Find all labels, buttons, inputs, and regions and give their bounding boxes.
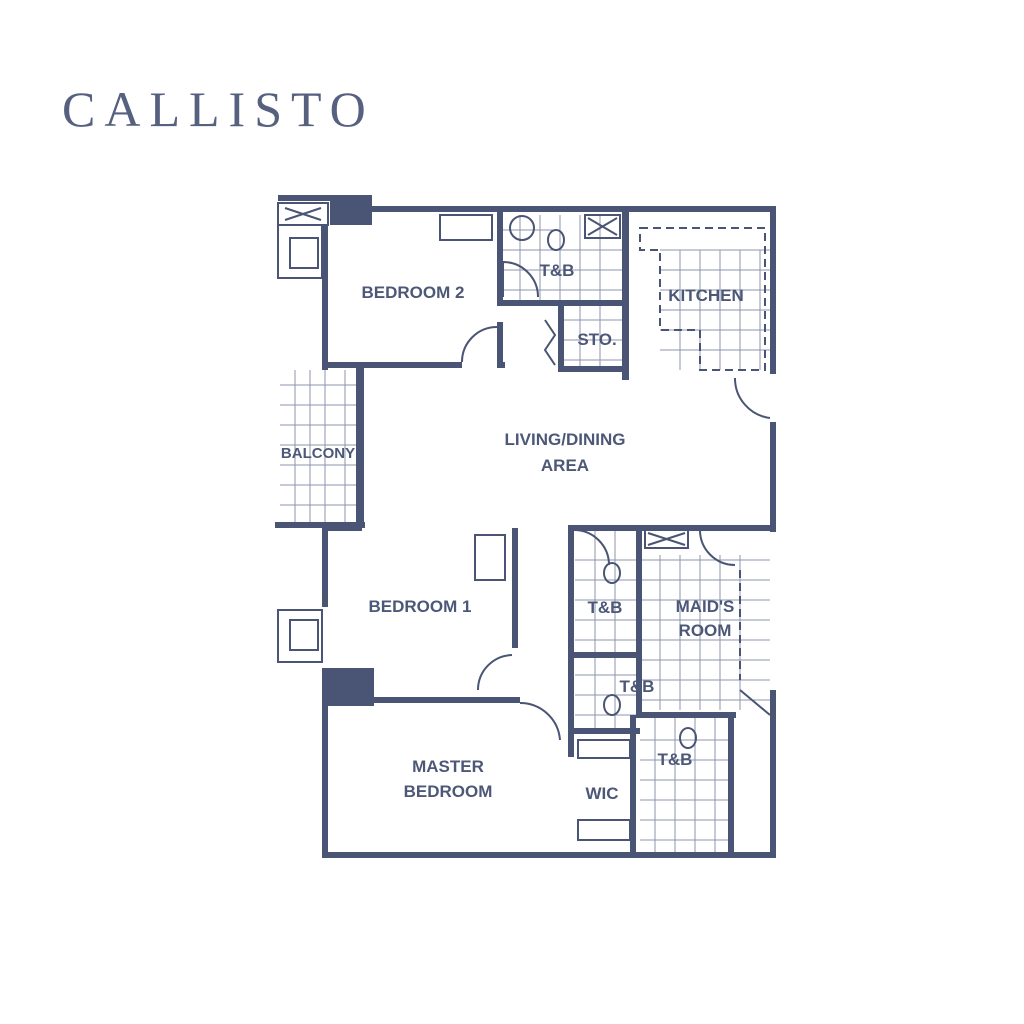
label-living-2: AREA: [541, 456, 589, 475]
label-bedroom-2: BEDROOM 2: [362, 283, 465, 302]
label-master-1: MASTER: [412, 757, 484, 776]
room-labels: BEDROOM 2 T&B STO. KITCHEN LIVING/DINING…: [281, 261, 744, 803]
label-tb-4: T&B: [658, 750, 693, 769]
label-kitchen: KITCHEN: [668, 286, 744, 305]
label-tb-1: T&B: [540, 261, 575, 280]
label-bedroom-1: BEDROOM 1: [369, 597, 472, 616]
label-tb-3: T&B: [620, 677, 655, 696]
walls: [275, 195, 776, 858]
callisto-logo: CALLISTO: [62, 81, 375, 137]
label-maids-1: MAID'S: [676, 597, 735, 616]
tile-grids: [280, 215, 770, 853]
label-balcony: BALCONY: [281, 445, 355, 462]
fixtures: [277, 202, 771, 841]
label-living-1: LIVING/DINING: [505, 430, 626, 449]
label-sto: STO.: [577, 330, 616, 349]
label-master-2: BEDROOM: [404, 782, 493, 801]
label-wic: WIC: [585, 784, 618, 803]
label-maids-2: ROOM: [679, 621, 732, 640]
label-tb-2: T&B: [588, 598, 623, 617]
